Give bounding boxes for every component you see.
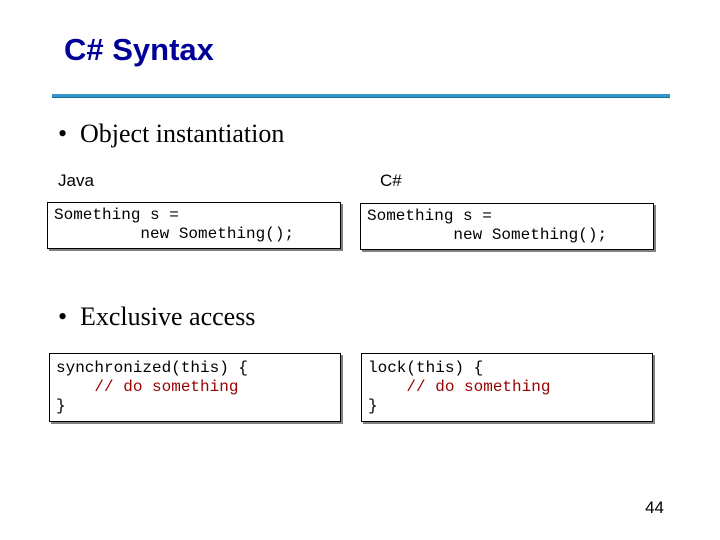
- slide-title: C# Syntax: [64, 32, 214, 67]
- bullet-marker: •: [58, 119, 68, 148]
- bullet-marker: •: [58, 302, 68, 331]
- page-number: 44: [645, 498, 664, 517]
- code-line: }: [368, 397, 378, 415]
- code-line: new Something();: [367, 226, 608, 244]
- code-comment: // do something: [56, 378, 239, 396]
- code-line: }: [56, 397, 66, 415]
- code-line: lock(this) {: [368, 359, 484, 377]
- code-comment: // do something: [368, 378, 551, 396]
- code-line: Something s =: [367, 207, 492, 225]
- bullet-text: Exclusive access: [80, 302, 256, 331]
- csharp-instantiation-code: Something s = new Something();: [360, 203, 654, 250]
- code-line: synchronized(this) {: [56, 359, 249, 377]
- code-line: new Something();: [54, 225, 295, 243]
- code-line: Something s =: [54, 206, 179, 224]
- java-instantiation-code: Something s = new Something();: [47, 202, 341, 249]
- bullet-text: Object instantiation: [80, 119, 285, 148]
- java-column-label: Java: [58, 171, 94, 190]
- csharp-lock-code: lock(this) { // do something}: [361, 353, 653, 422]
- csharp-column-label: C#: [380, 171, 402, 190]
- bullet-exclusive-access: • Exclusive access: [58, 302, 255, 332]
- java-synchronized-code: synchronized(this) { // do something}: [49, 353, 341, 422]
- title-divider: [52, 94, 670, 97]
- bullet-object-instantiation: • Object instantiation: [58, 119, 284, 149]
